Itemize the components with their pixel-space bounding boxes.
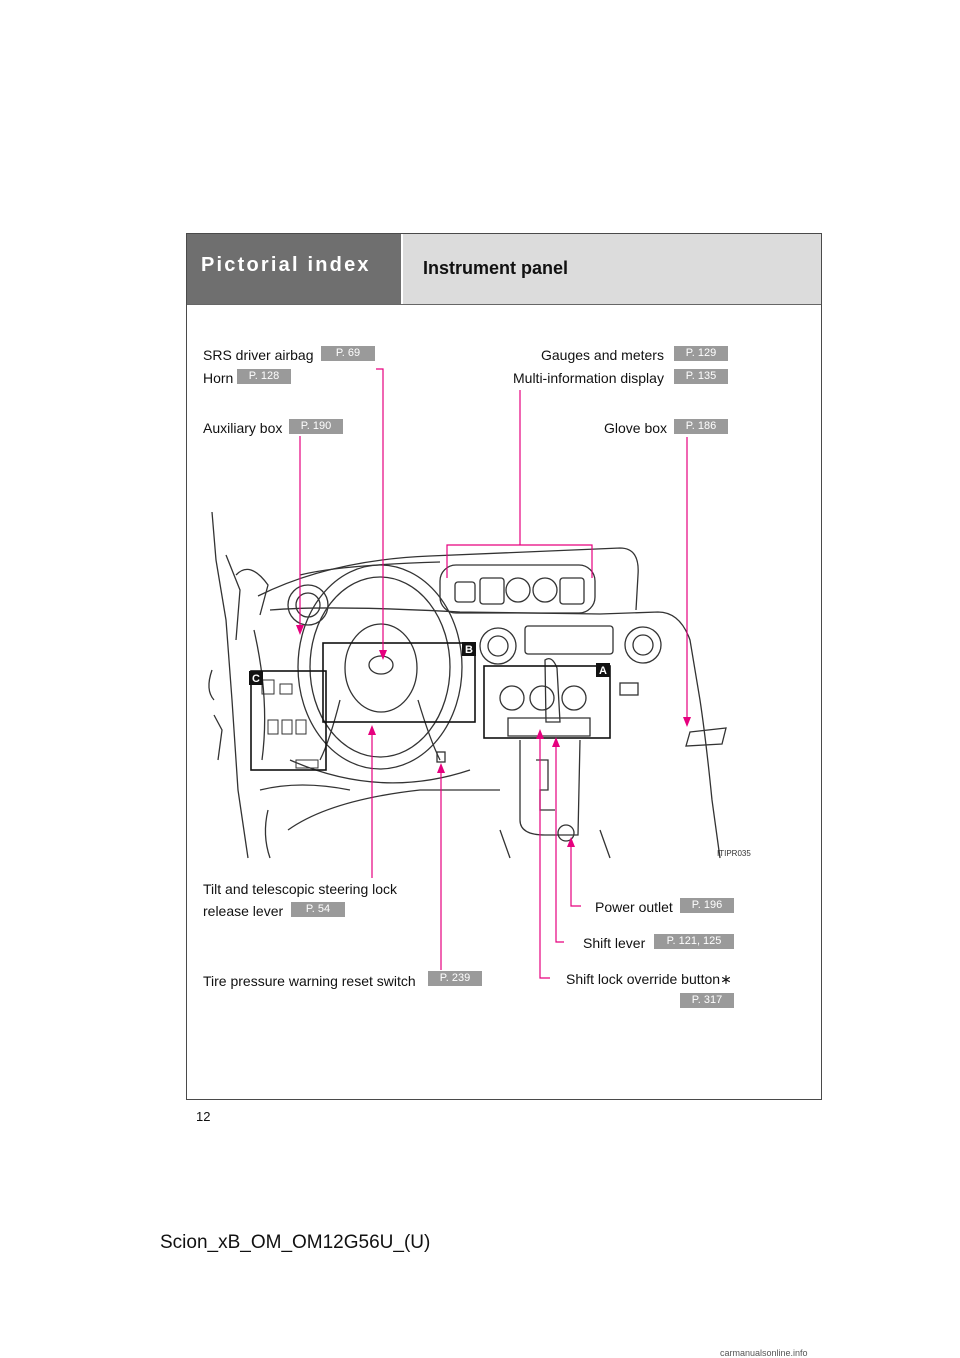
dashboard-drawing: [208, 511, 727, 859]
label-gauges: Gauges and meters: [541, 347, 664, 363]
callout-b: B: [465, 644, 473, 656]
inset-boxes: [250, 642, 611, 771]
label-horn: Horn: [203, 370, 234, 386]
section-title: Pictorial index: [201, 254, 371, 276]
page-ref-horn[interactable]: P. 128: [237, 369, 291, 384]
page-ref-multi[interactable]: P. 135: [674, 369, 728, 384]
page-ref-shift[interactable]: P. 121, 125: [654, 934, 734, 949]
callout-a-marker: [596, 663, 610, 677]
leader-power: [570, 842, 581, 907]
subtitle-header: Instrument panel: [403, 234, 821, 304]
callout-c: C: [252, 673, 260, 685]
callout-a: A: [599, 665, 607, 677]
label-power-outlet: Power outlet: [595, 899, 673, 915]
label-srs-airbag: SRS driver airbag: [203, 347, 314, 363]
page-frame: [186, 233, 822, 1100]
page-ref-power[interactable]: P. 196: [680, 898, 734, 913]
document-footer: Scion_xB_OM_OM12G56U_(U): [160, 1232, 431, 1253]
watermark: carmanualsonline.info: [720, 1348, 808, 1358]
page-ref-aux[interactable]: P. 190: [289, 419, 343, 434]
label-multi-display: Multi-information display: [513, 370, 664, 386]
page-ref-gauges[interactable]: P. 129: [674, 346, 728, 361]
leader-override: [539, 734, 550, 979]
label-tilt-line1: Tilt and telescopic steering lock: [203, 881, 398, 897]
page-number: 12: [196, 1109, 211, 1124]
leader-gauges-bracket: [446, 544, 593, 578]
leader-shift: [555, 742, 564, 943]
page-ref-override[interactable]: P. 317: [680, 993, 734, 1008]
leader-lines: [299, 368, 688, 979]
label-shift-lever: Shift lever: [583, 935, 646, 951]
section-header: Pictorial index: [187, 234, 401, 304]
callout-c-marker: [249, 671, 263, 685]
inset-contents: [261, 679, 319, 769]
page-ref-srs[interactable]: P. 69: [321, 346, 375, 361]
callout-markers: B A C: [249, 642, 610, 685]
page-subtitle: Instrument panel: [423, 258, 569, 278]
label-glove-box: Glove box: [604, 420, 668, 436]
figure-code: ITIPR035: [717, 849, 751, 858]
callout-b-marker: [462, 642, 476, 656]
label-auxiliary-box: Auxiliary box: [203, 420, 283, 436]
page-ref-glove[interactable]: P. 186: [674, 419, 728, 434]
header-divider: [187, 304, 821, 305]
leader-arrowheads: [296, 625, 691, 847]
label-tire-pressure: Tire pressure warning reset switch: [203, 973, 416, 989]
label-tilt-line2: release lever: [203, 903, 284, 919]
leader-srs: [376, 368, 384, 655]
label-shift-override: Shift lock override button∗: [566, 971, 732, 987]
page-ref-tire[interactable]: P. 239: [428, 971, 482, 986]
page-ref-tilt[interactable]: P. 54: [291, 902, 345, 917]
